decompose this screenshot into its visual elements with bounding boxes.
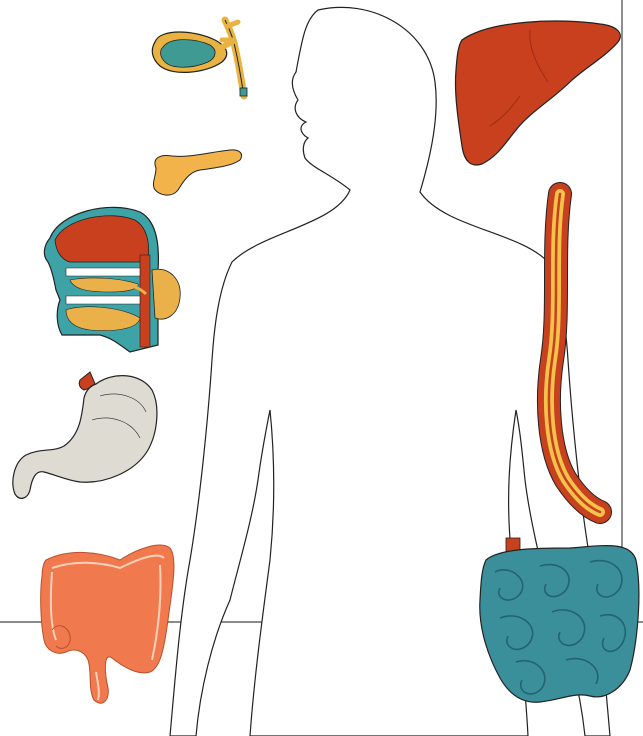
mouth-head-cross-section-icon[interactable] [44, 207, 180, 352]
large-intestine-icon[interactable] [41, 545, 174, 703]
stomach-icon[interactable] [13, 372, 157, 498]
gallbladder-icon[interactable] [152, 20, 247, 96]
liver-icon[interactable] [455, 21, 620, 165]
pancreas-icon[interactable] [153, 150, 241, 195]
small-intestine-icon[interactable] [480, 538, 639, 702]
